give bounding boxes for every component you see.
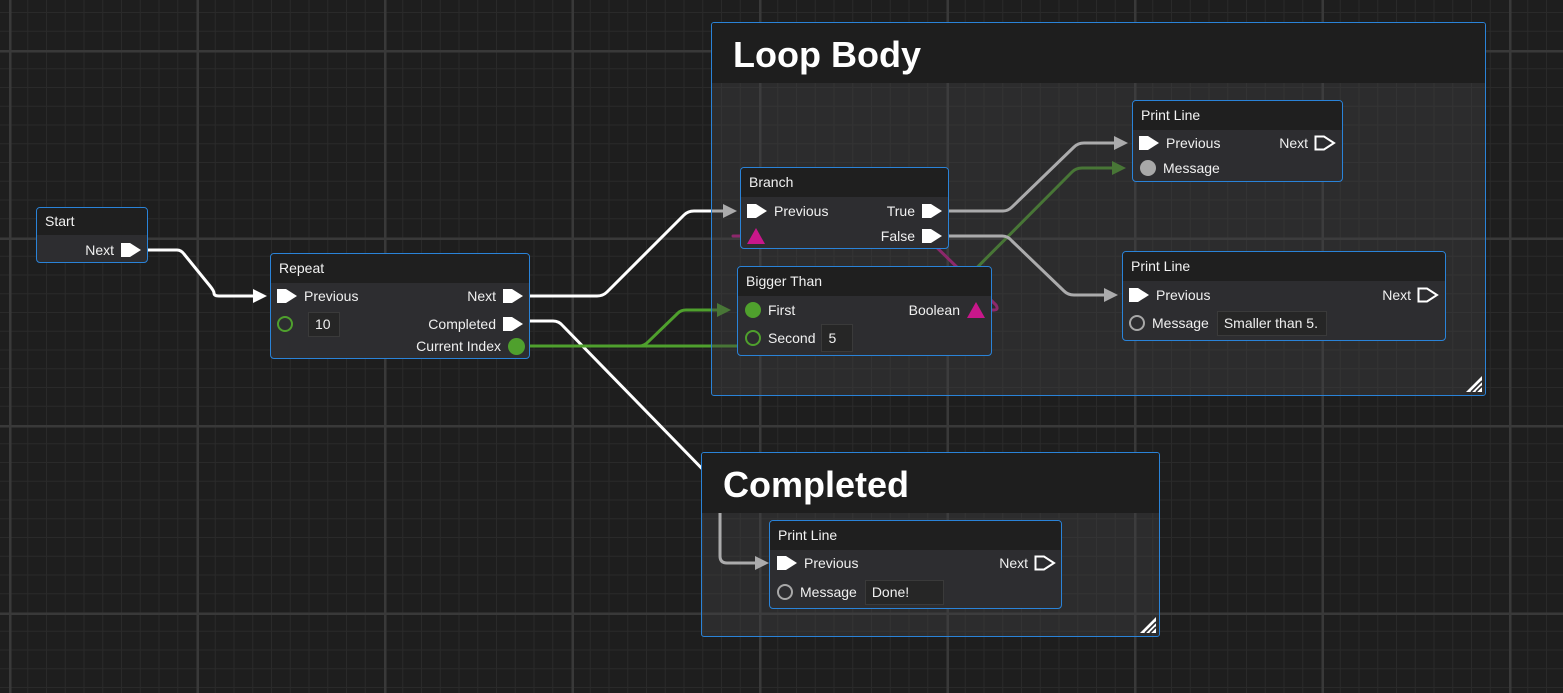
group-header[interactable]: Completed (702, 453, 1159, 513)
connection-wire[interactable] (946, 141, 1117, 213)
pin-label-boolean: Boolean (908, 302, 960, 318)
node-print-line-false[interactable]: Print Line Previous Next Message (1122, 251, 1446, 341)
boolean-output-pin-icon[interactable] (966, 301, 986, 319)
node-branch[interactable]: Branch Previous True False (740, 167, 949, 249)
string-input-pin-icon[interactable] (1139, 159, 1157, 177)
arrowhead (253, 289, 267, 303)
group-header[interactable]: Loop Body (712, 23, 1485, 83)
arrowhead (723, 204, 737, 218)
exec-output-pin-icon[interactable] (921, 203, 943, 219)
exec-output-pin-outline-icon[interactable] (1417, 287, 1439, 303)
exec-output-pin-outline-icon[interactable] (1314, 135, 1336, 151)
connection-wire[interactable] (946, 234, 1107, 297)
pin-label-next: Next (467, 288, 496, 304)
exec-input-pin-icon[interactable] (776, 555, 798, 571)
arrowhead (1114, 136, 1128, 150)
integer-input-pin-icon[interactable] (276, 315, 294, 333)
pin-label-previous: Previous (1156, 287, 1211, 303)
group-title: Loop Body (733, 34, 921, 75)
arrowhead (755, 556, 769, 570)
connection-wire[interactable] (527, 209, 726, 298)
node-title: Start (37, 208, 147, 235)
message-input[interactable] (864, 579, 944, 605)
string-input-pin-icon[interactable] (1128, 314, 1146, 332)
connection-repeat-next-to-branch-previous[interactable] (527, 204, 737, 298)
connection-start-next-to-repeat-previous[interactable] (145, 248, 267, 303)
pin-label-next: Next (85, 242, 114, 258)
connection-current-index-to-first[interactable] (522, 303, 731, 348)
pin-label-message: Message (800, 584, 857, 600)
exec-input-pin-icon[interactable] (276, 288, 298, 304)
pin-label-first: First (768, 302, 796, 318)
resize-grip-icon[interactable] (1139, 616, 1157, 634)
exec-output-pin-icon[interactable] (502, 288, 524, 304)
message-input[interactable] (1216, 310, 1327, 336)
connection-branch-false-to-print-line-previous[interactable] (946, 234, 1118, 302)
boolean-input-pin-icon[interactable] (746, 227, 766, 245)
exec-input-pin-icon[interactable] (746, 203, 768, 219)
node-title: Repeat (271, 254, 529, 283)
pin-label-next: Next (999, 555, 1028, 571)
node-print-line-done[interactable]: Print Line Previous Next Message (769, 520, 1062, 609)
arrowhead (717, 303, 731, 317)
pin-label-next: Next (1279, 135, 1308, 151)
pin-label-current-index: Current Index (416, 338, 501, 354)
integer-output-pin-icon[interactable] (507, 337, 526, 356)
connection-wire[interactable] (145, 248, 257, 298)
group-title: Completed (723, 464, 910, 505)
pin-label-message: Message (1152, 315, 1209, 331)
pin-label-previous: Previous (774, 203, 829, 219)
node-title: Bigger Than (738, 267, 991, 296)
node-title: Print Line (1133, 101, 1342, 130)
exec-input-pin-icon[interactable] (1138, 135, 1160, 151)
connection-wire[interactable] (522, 308, 720, 348)
node-print-line-true[interactable]: Print Line Previous Next Message (1132, 100, 1343, 182)
connection-branch-true-to-print-line-previous[interactable] (946, 136, 1128, 213)
pin-label-completed: Completed (428, 316, 496, 332)
exec-output-pin-outline-icon[interactable] (1034, 555, 1056, 571)
pin-label-true: True (886, 203, 915, 219)
pin-label-previous: Previous (304, 288, 359, 304)
exec-output-pin-icon[interactable] (921, 228, 943, 244)
count-input[interactable] (308, 311, 340, 337)
node-start[interactable]: Start Next (36, 207, 148, 263)
arrowhead (1104, 288, 1118, 302)
integer-input-pin-icon[interactable] (744, 329, 762, 347)
second-value-input[interactable] (821, 324, 854, 352)
pin-label-next: Next (1382, 287, 1411, 303)
exec-output-pin-icon[interactable] (502, 316, 524, 332)
pin-label-previous: Previous (1166, 135, 1221, 151)
arrowhead (1112, 161, 1126, 175)
pin-label-message: Message (1163, 160, 1220, 176)
resize-grip-icon[interactable] (1465, 375, 1483, 393)
pin-label-previous: Previous (804, 555, 859, 571)
node-repeat[interactable]: Repeat Previous Next Completed Current I… (270, 253, 530, 359)
node-bigger-than[interactable]: Bigger Than First Boolean Second (737, 266, 992, 356)
integer-input-pin-icon[interactable] (744, 301, 762, 319)
exec-output-pin-icon[interactable] (120, 242, 142, 258)
node-title: Print Line (1123, 252, 1445, 281)
node-title: Branch (741, 168, 948, 197)
exec-input-pin-icon[interactable] (1128, 287, 1150, 303)
pin-label-second: Second (768, 330, 816, 346)
node-title: Print Line (770, 521, 1061, 550)
pin-label-false: False (880, 228, 915, 244)
string-input-pin-icon[interactable] (776, 583, 794, 601)
